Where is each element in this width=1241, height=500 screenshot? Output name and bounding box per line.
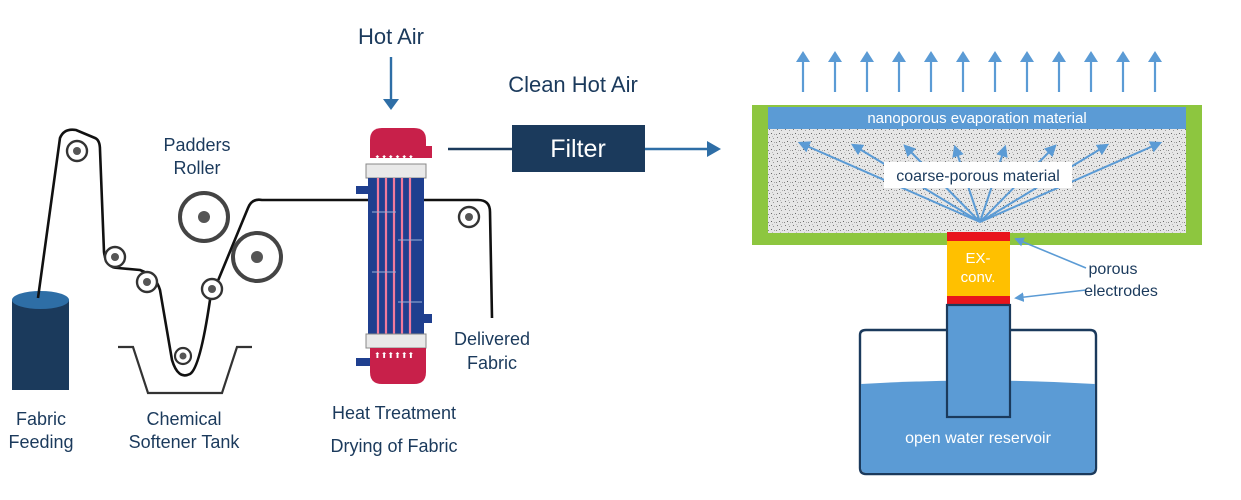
fabric-feeding-line2: Feeding: [8, 432, 73, 452]
reservoir-label: open water reservoir: [905, 430, 1052, 447]
heat-treatment-label: Heat Treatment: [332, 403, 456, 423]
padders-label-line2: Roller: [173, 158, 220, 178]
fabric-path: [36, 128, 494, 377]
clean-air-arrow: [645, 141, 721, 157]
heat-exchanger: ⬆⬆⬆⬆⬆⬆ ⬆⬆⬆⬆⬆⬆: [356, 128, 432, 384]
chemical-tank-line1: Chemical: [146, 409, 221, 429]
nanoporous-label: nanoporous evaporation material: [867, 110, 1086, 127]
guide-roller: [457, 205, 481, 229]
hot-air-label: Hot Air: [358, 24, 424, 49]
filter-box: [512, 125, 645, 172]
ex-converter-line1: EX-: [965, 250, 990, 267]
clean-hot-air-label: Clean Hot Air: [508, 72, 638, 97]
electrode-bottom: [947, 296, 1010, 305]
softener-tank: [118, 345, 252, 395]
wick-column: [945, 303, 1012, 419]
porous-electrodes-line1: porous: [1089, 261, 1138, 278]
ex-converter-line2: conv.: [961, 269, 996, 286]
porous-electrodes-line2: electrodes: [1084, 283, 1158, 300]
electrode-pointers: [1014, 237, 1087, 302]
coarse-label-box: [884, 162, 1072, 188]
padders-label-line1: Padders: [163, 135, 230, 155]
fabric-feeding-roll: [12, 291, 69, 390]
delivered-line2: Fabric: [467, 353, 517, 373]
drying-label: Drying of Fabric: [330, 436, 457, 456]
chemical-tank-line2: Softener Tank: [129, 432, 241, 452]
nanoporous-layer: [768, 107, 1186, 129]
guide-roller: [200, 277, 224, 301]
reservoir-water: [861, 380, 1095, 473]
guide-roller: [173, 346, 193, 366]
guide-roller: [135, 270, 159, 294]
electrode-top: [947, 232, 1010, 241]
guide-roller: [103, 245, 127, 269]
delivered-line1: Delivered: [454, 329, 530, 349]
fabric-feeding-line1: Fabric: [16, 409, 66, 429]
svg-text:⬆⬆⬆⬆⬆⬆: ⬆⬆⬆⬆⬆⬆: [374, 351, 414, 360]
padder-roller: [231, 231, 283, 283]
guide-roller: [65, 139, 89, 163]
ex-converter: [947, 241, 1010, 296]
hot-air-arrow: [383, 57, 399, 110]
coarse-porous-label: coarse-porous material: [896, 168, 1060, 185]
padder-roller: [178, 191, 230, 243]
filter-label: Filter: [550, 135, 606, 163]
vapor-arrows: [796, 51, 1162, 92]
svg-text:⬆⬆⬆⬆⬆⬆: ⬆⬆⬆⬆⬆⬆: [374, 154, 414, 163]
